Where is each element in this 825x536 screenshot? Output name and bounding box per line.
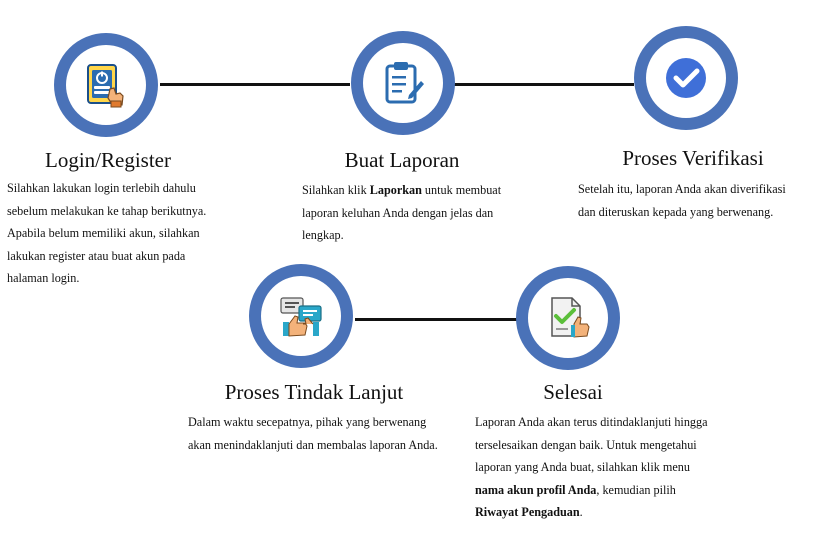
chat-thumbs-up-icon: [280, 297, 322, 337]
step-proses-tindak-lanjut-node: [249, 264, 353, 368]
step-desc-selesai: Laporan Anda akan terus ditindaklanjuti …: [475, 415, 708, 519]
step-desc-login-register: Silahkan lakukan login terlebih dahulu s…: [7, 181, 207, 285]
step-title-proses-tindak-lanjut: Proses Tindak Lanjut: [224, 380, 404, 404]
step-proses-verifikasi-node: [634, 26, 738, 130]
connector-line-1: [160, 83, 350, 86]
step-desc-proses-verifikasi: Setelah itu, laporan Anda akan diverifik…: [578, 182, 786, 219]
check-circle-icon: [666, 58, 706, 98]
step-title-selesai: Selesai: [543, 380, 603, 404]
step-title-buat-laporan: Buat Laporan: [344, 148, 460, 172]
step-title-login-register: Login/Register: [45, 148, 171, 172]
step-title-proses-verifikasi: Proses Verifikasi: [622, 146, 764, 170]
connector-line-3: [355, 318, 520, 321]
step-selesai-node: [516, 266, 620, 370]
document-check-thumbs-up-icon: [551, 297, 590, 338]
connector-line-2: [454, 83, 634, 86]
step-login-register-node: [54, 33, 158, 137]
step-desc-proses-tindak-lanjut: Dalam waktu secepatnya, pihak yang berwe…: [188, 415, 438, 452]
clipboard-pencil-icon: [385, 62, 424, 104]
step-desc-buat-laporan: Silahkan klik Laporkan untuk membuat lap…: [302, 183, 502, 242]
step-buat-laporan-node: [351, 31, 455, 135]
login-card-icon: [87, 64, 124, 108]
